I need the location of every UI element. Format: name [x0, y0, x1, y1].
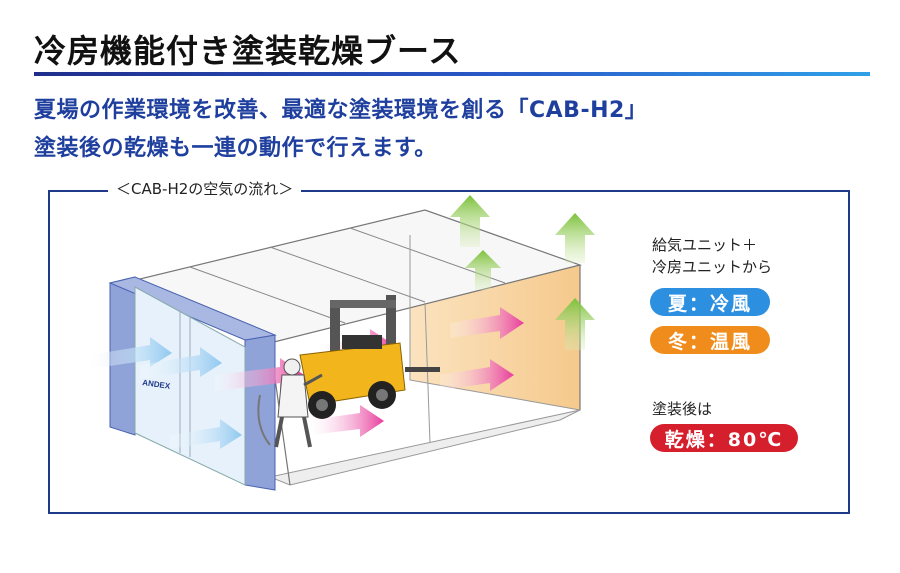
cool-air-arrow [170, 419, 242, 449]
warm-air-arrow [450, 307, 524, 339]
diagram-frame [48, 190, 850, 514]
painter-illustration [257, 358, 323, 448]
exhaust-arrow [465, 250, 501, 290]
supply-note-line-2: 冷房ユニットから [652, 258, 773, 276]
winter-warm-air-badge: 冬：温風 [650, 326, 770, 354]
after-painting-note: 塗装後は [652, 400, 713, 418]
booth-diagram: ANDEX [90, 195, 595, 491]
forklift-illustration [299, 295, 440, 419]
subtitle-line-2: 塗装後の乾燥も一連の動作で行えます。 [34, 136, 437, 161]
exhaust-arrow [555, 213, 595, 263]
warm-air-arrow [440, 359, 514, 391]
supply-unit-note: 給気ユニット＋ 冷房ユニットから [652, 234, 772, 278]
exhaust-arrow [555, 298, 595, 350]
front-frame-top [108, 276, 277, 341]
warm-air-arrow [310, 405, 384, 437]
cool-air-arrow [90, 337, 172, 369]
summer-cool-air-badge: 夏：冷風 [650, 288, 770, 316]
subtitle-line-1: 夏場の作業環境を改善、最適な塗装環境を創る「CAB-H2」 [34, 98, 648, 123]
title-underline [34, 72, 870, 76]
diagram-label: ＜CAB-H2の空気の流れ＞ [108, 178, 302, 199]
page-title: 冷房機能付き塗装乾燥ブース [34, 32, 462, 70]
front-frame-right [244, 334, 276, 491]
cool-air-arrow [140, 347, 222, 379]
booth-logo: ANDEX [142, 378, 172, 391]
drying-temperature-badge: 乾燥：80℃ [650, 424, 798, 452]
supply-note-line-1: 給気ユニット＋ [652, 236, 758, 254]
exhaust-arrow [450, 195, 490, 247]
